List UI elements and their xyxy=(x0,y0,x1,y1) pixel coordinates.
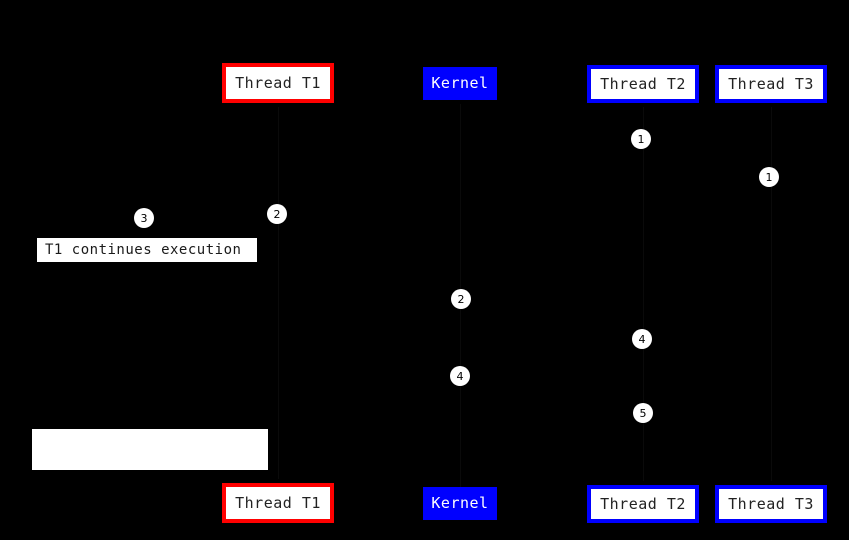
participant-label-t3-top: Thread T3 xyxy=(728,74,814,93)
participant-kernel-bottom[interactable]: Kernel xyxy=(423,487,497,520)
step-circle-3-t1: 3 xyxy=(134,208,154,228)
step-circle-1-t3: 1 xyxy=(759,167,779,187)
step-circle-label: 1 xyxy=(765,170,773,184)
lifeline-stub-t2-bottom xyxy=(642,481,644,485)
participant-thread-t1-top[interactable]: Thread T1 xyxy=(222,63,334,103)
participant-label-t1-bottom: Thread T1 xyxy=(235,493,321,512)
participant-thread-t1-bottom[interactable]: Thread T1 xyxy=(222,483,334,523)
step-circle-5-t2: 5 xyxy=(633,403,653,423)
participant-label-t2-top: Thread T2 xyxy=(600,74,686,93)
lifeline-stub-t3-bottom xyxy=(770,481,772,485)
step-circle-2-t1: 2 xyxy=(267,204,287,224)
participant-label-kernel-bottom: Kernel xyxy=(431,494,489,512)
step-circle-label: 4 xyxy=(456,369,464,383)
step-circle-label: 2 xyxy=(273,207,281,221)
note-text: T1 continues execution xyxy=(45,242,242,258)
lifeline-t1 xyxy=(278,107,279,483)
participant-thread-t2-bottom[interactable]: Thread T2 xyxy=(587,485,699,523)
blank-note-box xyxy=(32,429,268,470)
participant-thread-t3-bottom[interactable]: Thread T3 xyxy=(715,485,827,523)
lifeline-t2 xyxy=(643,107,644,485)
participant-label-t3-bottom: Thread T3 xyxy=(728,494,814,513)
step-circle-label: 2 xyxy=(457,292,465,306)
step-circle-4-kernel: 4 xyxy=(450,366,470,386)
lifeline-stub-t2-top xyxy=(642,103,644,107)
step-circle-2-kernel: 2 xyxy=(451,289,471,309)
lifeline-t3 xyxy=(771,107,772,485)
participant-thread-t2-top[interactable]: Thread T2 xyxy=(587,65,699,103)
lifeline-stub-t3-top xyxy=(770,103,772,107)
participant-label-kernel-top: Kernel xyxy=(431,74,489,92)
participant-thread-t3-top[interactable]: Thread T3 xyxy=(715,65,827,103)
lifeline-stub-t1-bottom xyxy=(277,479,279,483)
step-circle-label: 5 xyxy=(639,406,647,420)
note-t1-continues-execution: T1 continues execution xyxy=(36,237,258,263)
step-circle-4-t2: 4 xyxy=(632,329,652,349)
participant-kernel-top[interactable]: Kernel xyxy=(423,67,497,100)
lifeline-stub-t1-top xyxy=(277,103,279,107)
step-circle-label: 4 xyxy=(638,332,646,346)
participant-label-t2-bottom: Thread T2 xyxy=(600,494,686,513)
step-circle-label: 1 xyxy=(637,132,645,146)
participant-label-t1-top: Thread T1 xyxy=(235,73,321,92)
step-circle-label: 3 xyxy=(140,211,148,225)
step-circle-1-t2: 1 xyxy=(631,129,651,149)
